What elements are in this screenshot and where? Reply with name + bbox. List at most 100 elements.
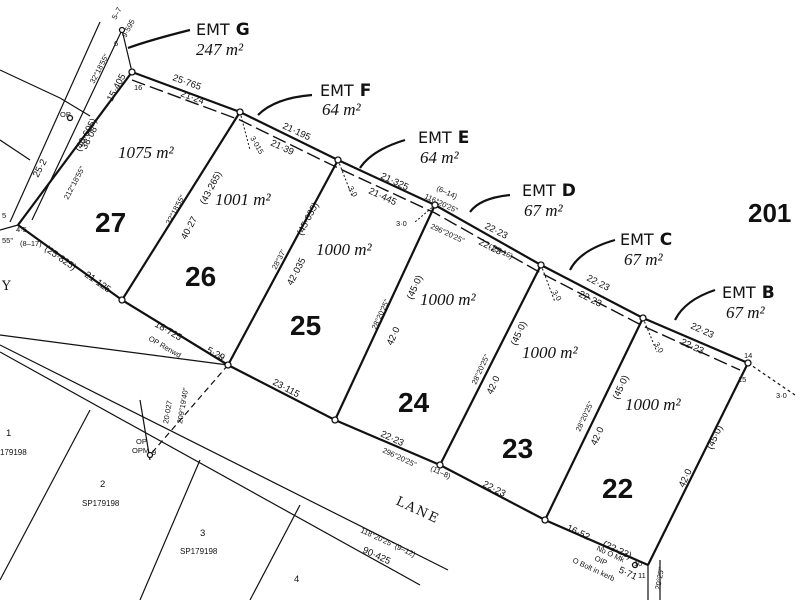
neighbour-lot-number: 4 [294,574,299,585]
dimension-label: 9·595 [120,18,137,39]
station-label: 6 [218,353,222,362]
bearing-label: 296°20'25" [381,446,418,470]
easement-area: 64 m² [420,148,460,167]
lot-number: 22 [602,473,633,504]
easement-letter: G [236,20,250,40]
dimension-label: 40·27 [179,215,200,242]
dimension-label: 22·23 [577,289,604,310]
lot-labels: 27 1075 m² 26 1001 m² 25 1000 m² 24 1000… [95,143,682,504]
lot-line-22-right [647,362,749,566]
dimension-label: 21·39 [269,138,296,158]
lot-area: 1000 m² [522,343,579,362]
easement-area: 67 m² [726,303,766,322]
lot-area: 1075 m² [118,143,175,162]
lot-line-27-left [17,71,133,226]
station-label: OP [60,110,71,119]
lot-line-27-26 [121,111,241,301]
easement-prefix: EMT [722,283,756,302]
neighbour-lot-plan: SP179198 [180,547,218,556]
dimension-label: 42·035 [285,256,309,287]
easement-prefix: EMT [196,20,230,39]
dimension-label: 42·0 [385,325,403,347]
bearing-label: 212°18'55" [62,164,87,201]
lot-area: 1000 m² [420,290,477,309]
dimension-label: 5 [2,211,6,220]
bearing-label: 28°20'25" [574,400,596,433]
side-dims: 32°18'55" 15·405 (40·605) 212°18'55" 38·… [31,52,725,489]
dimension-label: (25·825) [42,243,78,273]
lot-area: 1000 m² [625,395,682,414]
dimension-label: 4·5 [16,225,27,234]
easement-letter: C [660,230,672,250]
dimension-label: 90·425 [361,545,392,567]
lot-number: 27 [95,207,126,238]
context-lines [0,21,796,600]
station-label: OP [136,437,147,446]
lot-number: 26 [185,261,216,292]
dimension-label: 22·23 [679,337,706,357]
splay-label: 3·0 [652,341,665,355]
splay-dims: 3·015 3·0 3·0 3·0 3·0 3·0 [248,135,787,401]
splay-label: 3·0 [396,219,407,228]
dimension-label: 22·23 [481,479,508,500]
dimension-label: 21·125 [82,269,113,295]
splay-label: 3·0 [776,391,787,400]
dimension-label: 20·027 [161,400,174,425]
neighbour-lot-plan: 179198 [0,448,27,457]
bearing-label: 32°18'55" [164,193,187,226]
dimension-label: 22·23 [689,321,716,341]
station-label: 9 [152,448,156,457]
dimension-label: 42·0 [589,425,607,447]
easement-letter: F [360,81,372,101]
rear-boundary [131,70,749,365]
station-label: 6 [114,39,118,48]
dimension-label: 5·29 [205,345,227,364]
dimension-label: 5–7 [110,6,124,21]
dimension-label: 22·23 [379,429,406,449]
dimension-label: (8–17) [20,239,42,248]
lot-number: 23 [502,433,533,464]
easement-area: 64 m² [322,100,362,119]
easement-prefix: EMT [320,81,354,100]
station-label: 16 [134,83,142,92]
lot-area: 1001 m² [215,190,272,209]
station-label: 10 [634,559,642,568]
station-label: 14 [744,351,752,360]
easement-leaders [127,28,716,321]
survey-marks [66,26,752,569]
dimension-label: 22·23 [477,237,504,258]
station-label: 11 [638,571,646,580]
easement-prefix: EMT [522,181,556,200]
lot-line-25-24 [334,204,436,421]
road-and-neighbours: LANE 118°20'25" (9–12) 90·425 1 179198 2… [0,198,791,585]
neighbour-lot-number: 1 [6,428,11,439]
dimension-label: 16·52 [565,523,592,543]
station-label: OPM [132,446,149,455]
splay-label: 3·015 [248,135,265,156]
dimension-label: (45·0) [705,424,726,452]
bearing-label: 28°20'25" [370,298,392,331]
lot-area: 1000 m² [316,240,373,259]
easement-prefix: EMT [620,230,654,249]
easement-area: 67 m² [524,201,564,220]
neighbour-lot-number: 3 [200,528,205,539]
neighbour-lot-plan: SP179198 [82,499,120,508]
lot-number: 24 [398,387,430,418]
station-labels: 16 14 15 9 10 11 6 OP OPM OP [60,83,752,580]
easement-letter: D [562,181,576,201]
bearing-label: 296°20'25" [429,222,466,246]
frontage-boundary [17,224,649,567]
lot-line-23-22 [544,317,644,521]
bearing-label: 32°18'55" [88,52,111,85]
easement-letter: E [458,128,470,148]
easement-area: 67 m² [624,250,664,269]
dimension-label: 23·115 [271,377,302,400]
bearing-fragment: 55" [2,236,13,245]
lot-line-26-25 [227,159,339,366]
